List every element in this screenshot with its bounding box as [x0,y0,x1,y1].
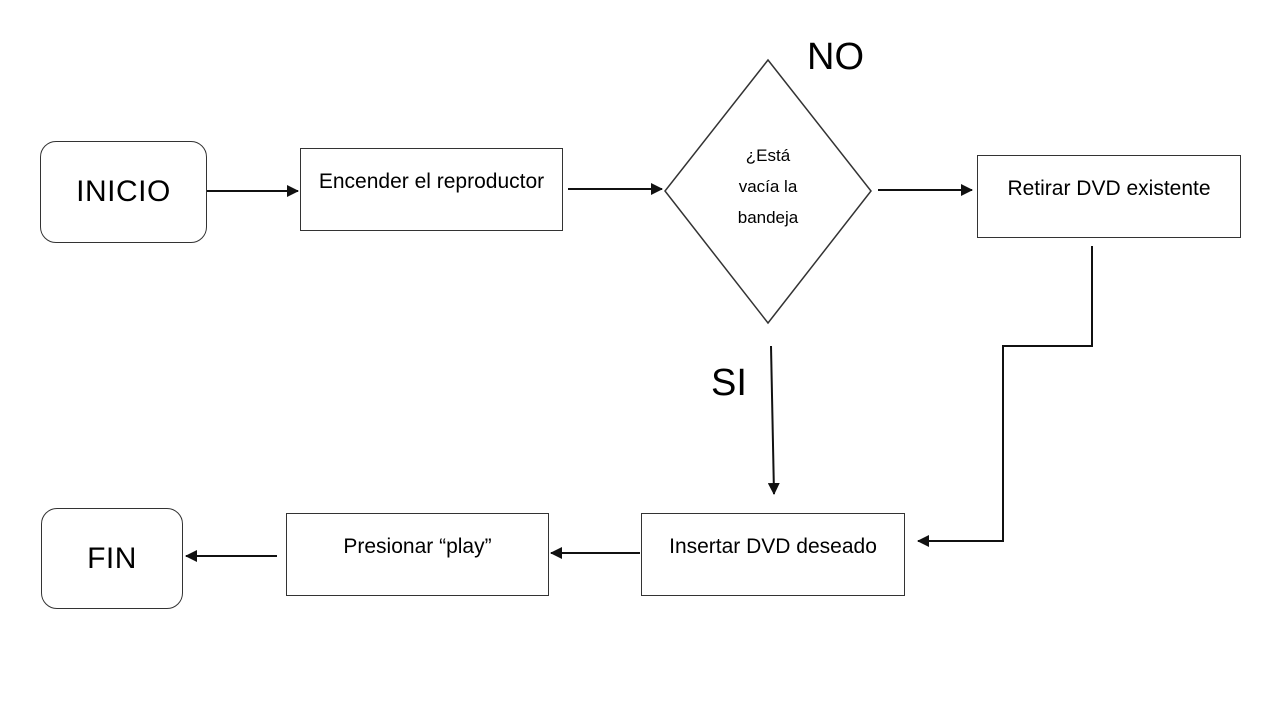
process-presionar: Presionar “play” [286,513,549,596]
process-presionar-label: Presionar “play” [343,534,492,558]
decision-diamond [664,58,872,325]
start-terminal: INICIO [40,141,207,243]
decision-question: ¿Está vacía la bandeja [708,140,828,233]
branch-no-label: NO [807,36,864,78]
process-retirar: Retirar DVD existente [977,155,1241,238]
end-terminal: FIN [41,508,183,609]
arrow-decision-si-to-insertar [767,345,780,495]
end-label: FIN [87,541,137,575]
branch-si-label: SI [711,362,747,404]
process-retirar-label: Retirar DVD existente [1007,176,1211,200]
process-encender-label: Encender el reproductor [318,169,545,193]
decision-line-1: ¿Está [745,146,791,165]
start-label: INICIO [76,175,171,208]
process-insertar-label: Insertar DVD deseado [669,534,877,558]
decision-line-3: bandeja [737,208,799,227]
process-encender: Encender el reproductor [300,148,563,231]
process-insertar: Insertar DVD deseado [641,513,905,596]
arrow-retirar-to-insertar [917,246,1093,547]
decision-line-2: vacía la [738,177,798,196]
